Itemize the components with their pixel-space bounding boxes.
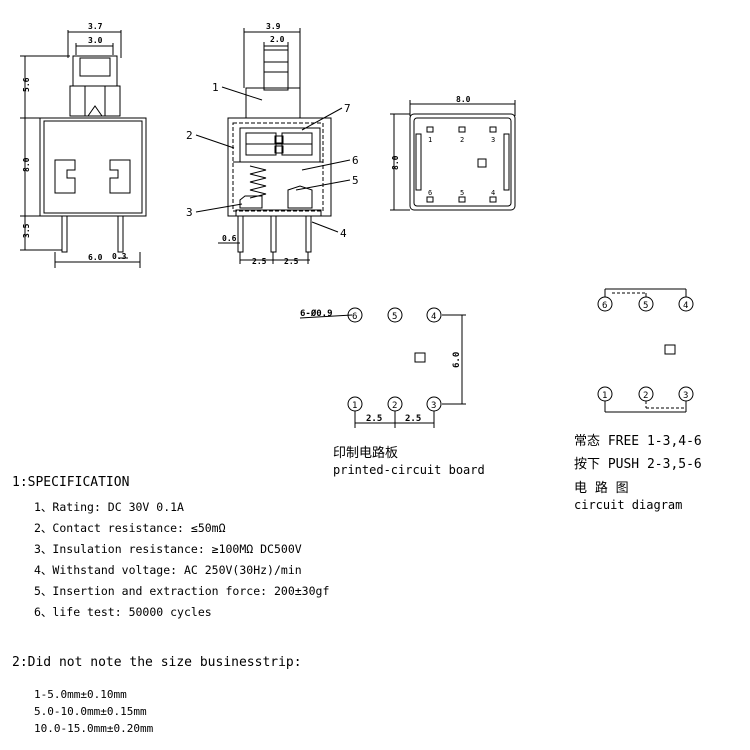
callout-3: 3 — [186, 206, 193, 219]
callout-5: 5 — [352, 174, 359, 187]
circuit-free-state: 常态 FREE 1-3,4-6 — [574, 434, 702, 449]
top-dim-width: 8.0 — [456, 95, 471, 104]
spec-item: 5、Insertion and extraction force: 200±30… — [34, 584, 330, 598]
pcb-caption-en: printed-circuit board — [333, 463, 485, 477]
front-dim-top-inner: 3.0 — [88, 36, 103, 45]
top-pin-2: 2 — [460, 136, 464, 144]
callout-2: 2 — [186, 129, 193, 142]
circuit-push-state: 按下 PUSH 2-3,5-6 — [574, 457, 702, 472]
circuit-node-6: 6 — [602, 301, 607, 311]
pcb-hole-6: 6 — [352, 312, 357, 322]
tolerance-list: 1-5.0mm±0.10mm 5.0-10.0mm±0.15mm 10.0-15… — [34, 686, 153, 737]
spec-item: 6、life test: 50000 cycles — [34, 605, 212, 619]
callout-6: 6 — [352, 154, 359, 167]
tolerance-heading: 2:Did not note the size businesstrip: — [12, 655, 302, 670]
top-pin-4: 4 — [491, 189, 495, 197]
circuit-node-2: 2 — [643, 391, 648, 401]
circuit-node-3: 3 — [683, 391, 688, 401]
front-dim-left-top: 5.6 — [22, 77, 31, 92]
top-pin-6: 6 — [428, 189, 432, 197]
front-view — [20, 30, 147, 268]
top-view — [390, 100, 516, 211]
front-dim-top-outer: 3.7 — [88, 22, 103, 31]
spec-item: 2、Contact resistance: ≤50mΩ — [34, 521, 226, 535]
circuit-node-1: 1 — [602, 391, 607, 401]
tolerance-item: 1-5.0mm±0.10mm — [34, 688, 127, 701]
side-dim-top-outer: 3.9 — [266, 22, 281, 31]
circuit-diagram — [597, 288, 694, 413]
front-dim-bottom-pin: 0.3 — [112, 252, 127, 261]
front-dim-bottom-width: 6.0 — [88, 253, 103, 262]
top-pin-5: 5 — [460, 189, 464, 197]
front-dim-left-bot: 3.5 — [22, 223, 31, 238]
side-pin-dim: 0.6 — [222, 234, 237, 243]
circuit-caption-en: circuit diagram — [574, 498, 683, 512]
pcb-hole-2: 2 — [392, 401, 397, 411]
front-dim-left-mid: 8.0 — [22, 157, 31, 172]
specification-heading: 1:SPECIFICATION — [12, 475, 130, 490]
pcb-hole-3: 3 — [431, 401, 436, 411]
pcb-pitch-left: 2.5 — [366, 414, 382, 424]
pcb-dim-vertical: 6.0 — [452, 352, 462, 368]
spec-item: 3、Insulation resistance: ≥100MΩ DC500V — [34, 542, 302, 556]
side-pitch-left: 2.5 — [252, 257, 267, 266]
side-dim-top-inner: 2.0 — [270, 35, 285, 44]
tolerance-item: 5.0-10.0mm±0.15mm — [34, 705, 147, 718]
pcb-hole-4: 4 — [431, 312, 436, 322]
top-pin-1: 1 — [428, 136, 432, 144]
pcb-layout — [299, 307, 466, 428]
spec-item: 4、Withstand voltage: AC 250V(30Hz)/min — [34, 563, 302, 577]
pcb-hole-label: 6-Ø0.9 — [300, 308, 333, 319]
spec-item: 1、Rating: DC 30V 0.1A — [34, 500, 184, 514]
pcb-pitch-right: 2.5 — [405, 414, 421, 424]
circuit-node-5: 5 — [643, 301, 648, 311]
circuit-caption-cn: 电 路 图 — [574, 481, 629, 496]
pcb-caption-cn: 印制电路板 — [333, 446, 399, 461]
side-view — [195, 28, 351, 264]
specification-list: 1、Rating: DC 30V 0.1A 2、Contact resistan… — [34, 497, 329, 623]
pcb-hole-5: 5 — [392, 312, 397, 322]
side-pitch-right: 2.5 — [284, 257, 299, 266]
callout-1: 1 — [212, 81, 219, 94]
callout-4: 4 — [340, 227, 347, 240]
top-pin-3: 3 — [491, 136, 495, 144]
callout-7: 7 — [344, 102, 351, 115]
tolerance-item: 10.0-15.0mm±0.20mm — [34, 722, 154, 735]
pcb-hole-1: 1 — [352, 401, 357, 411]
top-dim-height: 8.0 — [391, 155, 400, 170]
circuit-node-4: 4 — [683, 301, 688, 311]
